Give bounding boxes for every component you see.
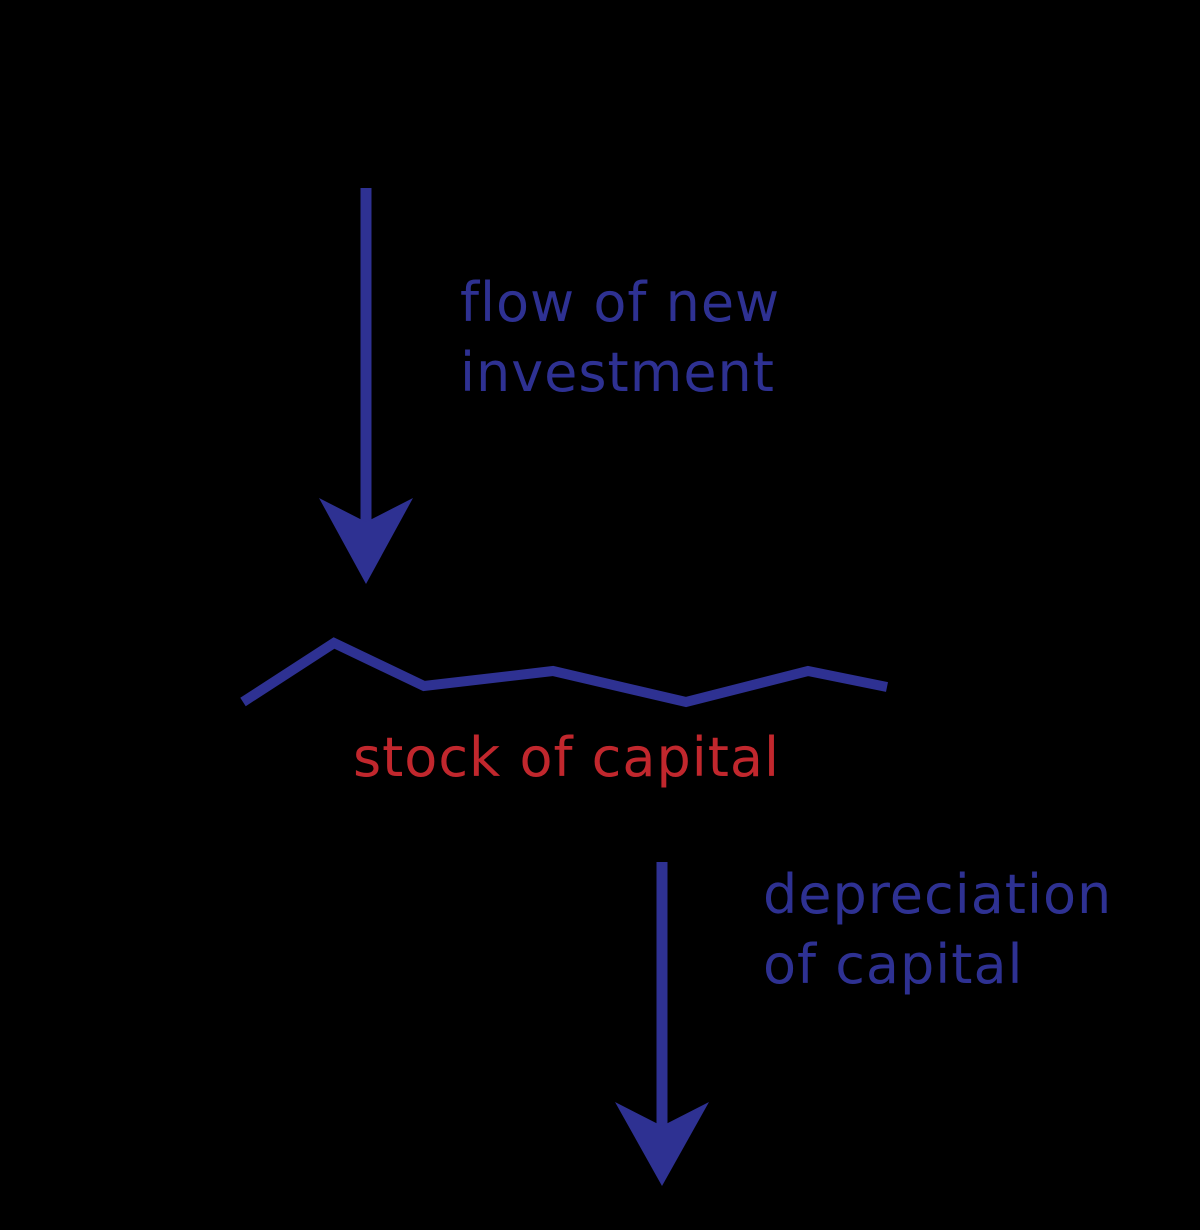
stock-label: stock of capital	[353, 723, 780, 793]
stock-surface-line	[240, 637, 888, 708]
outflow-label-line-1: depreciation	[763, 863, 1113, 926]
outflow-label: depreciation of capital	[763, 860, 1112, 1000]
stock-label-text: stock of capital	[353, 726, 781, 789]
inflow-label-line-2: investment	[460, 341, 775, 404]
inflow-arrow-head	[319, 498, 413, 584]
outflow-arrow-head	[615, 1102, 709, 1186]
inflow-label-line-1: flow of new	[460, 271, 781, 334]
inflow-label: flow of new investment	[460, 268, 780, 408]
outflow-label-line-2: of capital	[763, 933, 1024, 996]
